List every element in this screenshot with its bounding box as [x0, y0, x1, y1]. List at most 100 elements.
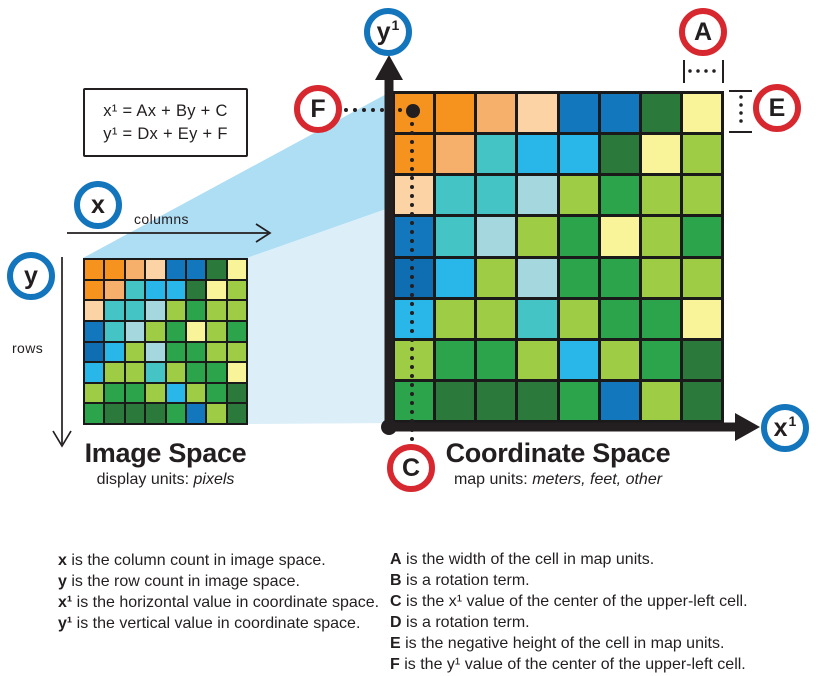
grid-cell — [600, 340, 639, 379]
grid-cell — [85, 321, 104, 341]
legend-item-e: E is the negative height of the cell in … — [390, 635, 725, 652]
grid-cell — [477, 258, 516, 297]
grid-cell — [641, 258, 680, 297]
grid-cell — [395, 299, 434, 338]
grid-cell — [682, 258, 721, 297]
grid-cell — [105, 260, 124, 279]
legend-item-y: y is the row count in image space. — [58, 573, 300, 590]
grid-cell — [105, 321, 124, 341]
grid-cell — [85, 383, 104, 403]
grid-cell — [641, 176, 680, 215]
columns-arrow-head — [255, 223, 272, 243]
grid-cell — [682, 176, 721, 215]
grid-cell — [105, 363, 124, 382]
grid-cell — [641, 381, 680, 420]
y1-axis-badge-base: y — [376, 17, 391, 46]
coordinate-space-units-prefix: map units: — [453, 471, 533, 488]
grid-cell — [146, 260, 165, 279]
image-space-label: Image Space display units: pixels — [63, 438, 268, 489]
grid-cell — [146, 342, 165, 362]
grid-cell — [227, 321, 246, 341]
grid-cell — [682, 340, 721, 379]
grid-cell — [105, 280, 124, 300]
legend-item-b: B is a rotation term. — [390, 572, 530, 589]
grid-cell — [559, 381, 598, 420]
grid-cell — [641, 299, 680, 338]
grid-cell — [559, 176, 598, 215]
grid-cell — [559, 299, 598, 338]
marker-f-label: F — [310, 94, 326, 123]
grid-cell — [125, 301, 145, 320]
grid-cell — [207, 383, 226, 403]
grid-cell — [641, 340, 680, 379]
grid-cell — [186, 363, 206, 382]
grid-cell — [146, 321, 165, 341]
grid-cell — [105, 404, 124, 423]
marker-e-label: E — [768, 93, 786, 122]
grid-cell — [146, 383, 165, 403]
grid-cell — [227, 301, 246, 320]
grid-cell — [186, 301, 206, 320]
x-axis-badge: x — [74, 181, 122, 229]
grid-cell — [518, 217, 557, 256]
grid-cell — [227, 260, 246, 279]
grid-cell — [207, 404, 226, 423]
grid-cell — [186, 383, 206, 403]
grid-cell — [559, 135, 598, 174]
legend-item-d: D is a rotation term. — [390, 614, 530, 631]
grid-cell — [395, 381, 434, 420]
grid-cell — [207, 321, 226, 341]
grid-cell — [600, 94, 639, 133]
grid-cell — [518, 135, 557, 174]
image-space-units-prefix: display units: — [96, 471, 194, 488]
grid-cell — [105, 301, 124, 320]
rows-arrow-head — [52, 430, 72, 448]
grid-cell — [85, 342, 104, 362]
grid-cell — [518, 299, 557, 338]
grid-cell — [85, 260, 104, 279]
grid-cell — [125, 260, 145, 279]
grid-cell — [518, 176, 557, 215]
grid-cell — [600, 258, 639, 297]
grid-cell — [85, 363, 104, 382]
grid-cell — [477, 340, 516, 379]
marker-c-badge: C — [387, 444, 435, 492]
legend-item-x1: x¹ is the horizontal value in coordinate… — [58, 594, 380, 611]
grid-cell — [436, 217, 475, 256]
grid-cell — [146, 363, 165, 382]
grid-cell — [518, 258, 557, 297]
grid-cell — [166, 404, 185, 423]
grid-cell — [518, 381, 557, 420]
grid-cell — [186, 404, 206, 423]
grid-cell — [125, 321, 145, 341]
legend-item-y1: y¹ is the vertical value in coordinate s… — [58, 615, 361, 632]
grid-cell — [186, 260, 206, 279]
grid-cell — [395, 217, 434, 256]
image-space-title: Image Space — [84, 438, 247, 468]
grid-cell — [436, 94, 475, 133]
grid-cell — [641, 135, 680, 174]
legend-coefficients: A is the width of the cell in map units.… — [390, 549, 748, 675]
grid-cell — [641, 94, 680, 133]
grid-cell — [477, 217, 516, 256]
x-axis-badge-label: x — [91, 190, 105, 219]
grid-cell — [166, 363, 185, 382]
grid-cell — [600, 381, 639, 420]
upper-left-cell-center-dot — [406, 104, 420, 118]
grid-cell — [395, 340, 434, 379]
grid-cell — [518, 340, 557, 379]
y1-axis-arrowhead — [375, 55, 403, 80]
grid-cell — [166, 260, 185, 279]
grid-cell — [559, 94, 598, 133]
image-space-grid — [83, 258, 248, 425]
grid-cell — [146, 280, 165, 300]
grid-cell — [227, 404, 246, 423]
marker-a-badge: A — [679, 8, 727, 56]
coordinate-space-grid — [392, 91, 724, 423]
grid-cell — [641, 217, 680, 256]
grid-cell — [395, 176, 434, 215]
